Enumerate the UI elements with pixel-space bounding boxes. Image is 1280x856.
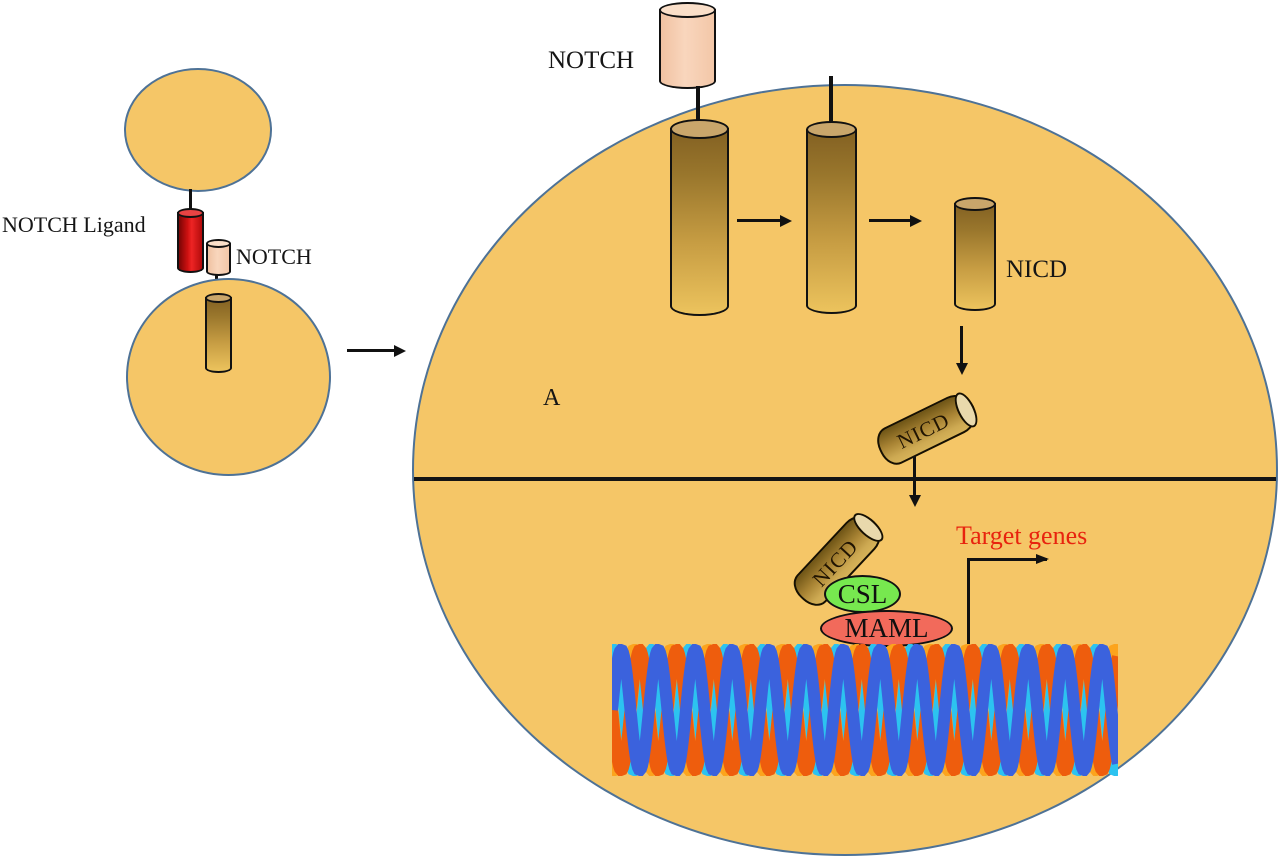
notch-receptor-left-label: NOTCH — [236, 244, 312, 269]
receptor-stalk-2 — [829, 76, 833, 124]
notch-ligand-label: NOTCH Ligand — [2, 212, 146, 237]
receptor-cylinder-1 — [670, 119, 729, 316]
receptor-cylinder-1-cap — [670, 119, 729, 139]
notch-receptor-top-cylinder — [659, 2, 716, 89]
transcription-start-arrow — [967, 554, 1049, 648]
receptor-cylinder-2 — [806, 121, 857, 314]
receptor-cylinder-2-cap — [806, 121, 857, 138]
ligand-stalk — [189, 189, 192, 210]
nicd-cylinder-cap — [954, 197, 996, 211]
nuclear-import-arrow — [908, 456, 921, 507]
notch-ligand-cap — [177, 208, 204, 218]
notch-tm-left-body — [205, 297, 232, 373]
maml-label: MAML — [844, 613, 929, 643]
target-genes-label: Target genes — [956, 521, 1088, 550]
nicd-release-arrow — [955, 326, 968, 375]
notch-ligand-cylinder — [177, 208, 204, 273]
dna-helix — [612, 644, 1118, 776]
nuclear-membrane-line — [414, 477, 1276, 481]
notch-receptor-top-label: NOTCH — [548, 47, 635, 74]
maml-ellipse: MAML — [820, 610, 953, 647]
nicd-cylinder — [954, 197, 996, 311]
notch-tm-left-cap — [205, 293, 232, 303]
notch-receptor-left-cylinder — [206, 239, 231, 276]
signal-sending-cell — [124, 68, 272, 192]
csl-ellipse: CSL — [824, 575, 901, 613]
panel-transition-arrow — [347, 344, 406, 357]
notch-receptor-left-cap — [206, 239, 231, 248]
cleavage-arrow-2 — [869, 214, 922, 227]
receptor-cylinder-2-body — [806, 128, 857, 314]
notch-receptor-left-body — [206, 242, 231, 276]
nicd-cylinder-body — [954, 203, 996, 311]
nicd-label: NICD — [1006, 256, 1068, 283]
notch-ligand-body — [177, 212, 204, 273]
csl-label: CSL — [837, 578, 888, 609]
notch-receptor-top-cap — [659, 2, 716, 18]
receptor-stalk-1 — [696, 86, 700, 122]
notch-tm-left-cylinder — [205, 293, 232, 373]
receptor-cylinder-1-body — [670, 128, 729, 316]
panel-a-label: A — [543, 385, 561, 411]
notch-receptor-top-body — [659, 9, 716, 89]
cleavage-arrow-1 — [737, 214, 792, 227]
